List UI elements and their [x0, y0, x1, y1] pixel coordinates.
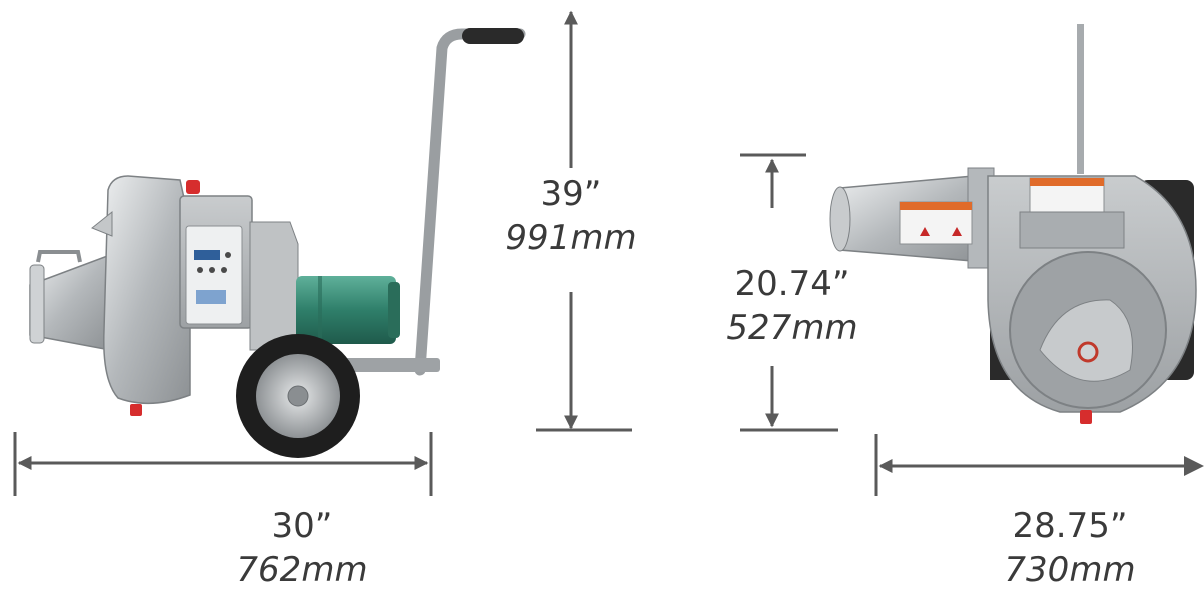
- vfd-button: [225, 252, 231, 258]
- vfd-display: [194, 250, 220, 260]
- outlet-height-dimension-label: 20.74” 527mm: [702, 262, 882, 350]
- width-arrowhead-right: [1184, 456, 1204, 476]
- red-knob-top: [186, 180, 200, 194]
- inlet-handle: [36, 250, 82, 263]
- handle-grip: [462, 28, 524, 44]
- inlet-cone-front: [1039, 299, 1133, 382]
- outlet-height-mm: 527mm: [726, 308, 858, 348]
- length-inches: 30”: [271, 506, 333, 546]
- length-dimension-label: 30” 762mm: [222, 504, 382, 592]
- vfd-panel: [185, 225, 243, 325]
- length-mm: 762mm: [236, 550, 368, 590]
- mount-bracket: [1019, 211, 1125, 249]
- red-foot: [130, 404, 142, 416]
- red-foot-front: [1080, 410, 1092, 424]
- housing-bracket: [91, 210, 113, 237]
- width-inches: 28.75”: [1012, 506, 1128, 546]
- side-view-blower-image: [29, 28, 526, 458]
- motor: [296, 276, 396, 344]
- height-inches: 39”: [540, 174, 602, 214]
- antenna: [1077, 24, 1084, 174]
- dimension-lines: [13, 10, 1204, 496]
- front-view-blower-image: [829, 24, 1197, 424]
- width-mm: 730mm: [1004, 550, 1136, 590]
- outlet-height-inches: 20.74”: [734, 264, 850, 304]
- width-dimension-label: 28.75” 730mm: [980, 504, 1160, 592]
- height-mm: 991mm: [505, 218, 637, 258]
- center-hub: [1077, 341, 1099, 363]
- handle-bar: [414, 28, 526, 376]
- outlet-opening: [829, 186, 851, 252]
- inlet-ring: [29, 264, 45, 344]
- height-dimension-label: 39” 991mm: [486, 172, 656, 260]
- motor-mount-plate: [249, 221, 299, 351]
- frame-rail: [330, 358, 440, 372]
- fan-housing: [103, 175, 191, 405]
- warning-labels: [899, 177, 1105, 245]
